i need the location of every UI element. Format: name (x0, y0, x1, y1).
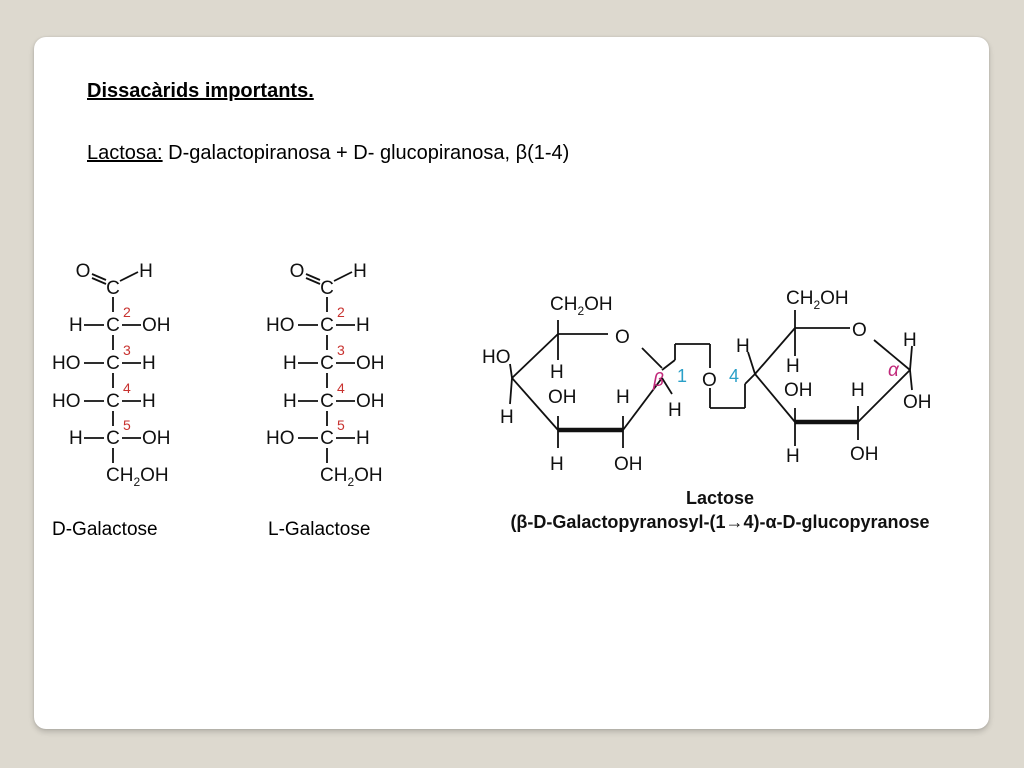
l-c3-left-h: H (283, 353, 297, 374)
l-c3: C (320, 353, 334, 374)
glc-c4-h: H (736, 336, 750, 357)
d-num-3: 3 (123, 342, 131, 358)
l-galactose-fischer: O H C C C C C HO H H OH H OH HO H CH2OH … (266, 261, 385, 489)
d-c5: C (106, 428, 120, 449)
lactose-haworth: CH2OH O HO H H OH H H OH H O CH2OH O H H… (482, 288, 932, 532)
lactosa-description: D-galactopiranosa + D- glucopiranosa, β(… (168, 142, 570, 164)
d-c5-right-oh: OH (142, 428, 171, 449)
l-galactose-caption: L-Galactose (268, 519, 371, 540)
glc-c2-h: H (851, 380, 865, 401)
d-ch2oh: CH2OH (106, 465, 169, 489)
l-num-2: 2 (337, 304, 345, 320)
d-c1: C (106, 278, 120, 299)
gal-c3-h: H (550, 454, 564, 475)
lactose-name: Lactose (686, 488, 754, 508)
glc-c5-h: H (786, 356, 800, 377)
d-c2: C (106, 315, 120, 336)
l-num-5: 5 (337, 417, 345, 433)
l-c4-left-h: H (283, 391, 297, 412)
d-c4-left-ho: HO (52, 391, 81, 412)
l-ch2oh: CH2OH (320, 465, 383, 489)
gal-ring-o: O (615, 327, 630, 348)
l-c3-right-oh: OH (356, 353, 385, 374)
glc-c3-oh: OH (784, 380, 813, 401)
d-c4-right-h: H (142, 391, 156, 412)
pos-4-label: 4 (729, 366, 739, 386)
l-num-3: 3 (337, 342, 345, 358)
gal-c1-h: H (668, 400, 682, 421)
d-aldehyde-h: H (139, 261, 153, 282)
lactosa-line: Lactosa: D-galactopiranosa + D- glucopir… (87, 142, 569, 165)
d-c2-left-h: H (69, 315, 83, 336)
glc-c1-oh: OH (903, 392, 932, 413)
pos-1-label: 1 (677, 366, 687, 386)
glc-c1-h: H (903, 330, 917, 351)
gal-c2-oh: OH (614, 454, 643, 475)
d-galactose-caption: D-Galactose (52, 519, 158, 540)
d-aldehyde-o: O (76, 261, 91, 282)
d-c5-left-h: H (69, 428, 83, 449)
l-num-4: 4 (337, 380, 345, 396)
alpha-label: α (888, 360, 900, 381)
glc-c2-oh: OH (850, 444, 879, 465)
l-aldehyde-o: O (290, 261, 305, 282)
lactosa-label: Lactosa: (87, 142, 163, 164)
l-c2-left-ho: HO (266, 315, 295, 336)
d-galactose-fischer: O H C C C C C H OH HO H HO H H OH CH2OH … (52, 261, 171, 489)
lactose-systematic-name: (β-D-Galactopyranosyl-(1→4)-α-D-glucopyr… (510, 512, 929, 532)
d-c2-right-oh: OH (142, 315, 171, 336)
l-c2: C (320, 315, 334, 336)
glc-ch2oh: CH2OH (786, 288, 849, 312)
l-c1: C (320, 278, 334, 299)
d-c3: C (106, 353, 120, 374)
l-c2-right-h: H (356, 315, 370, 336)
d-num-4: 4 (123, 380, 131, 396)
d-num-5: 5 (123, 417, 131, 433)
bridge-o: O (702, 370, 717, 391)
d-c4: C (106, 391, 120, 412)
d-c3-left-ho: HO (52, 353, 81, 374)
l-aldehyde-h: H (353, 261, 367, 282)
gal-c2-h: H (616, 387, 630, 408)
slide-heading: Dissacàrids importants. (87, 80, 314, 102)
l-c4: C (320, 391, 334, 412)
gal-c5-h: H (550, 362, 564, 383)
l-c5-left-ho: HO (266, 428, 295, 449)
l-c4-right-oh: OH (356, 391, 385, 412)
d-num-2: 2 (123, 304, 131, 320)
gal-c4-h: H (500, 407, 514, 428)
gal-c4-ho: HO (482, 347, 511, 368)
l-c5: C (320, 428, 334, 449)
glc-c3-h: H (786, 446, 800, 467)
gal-c3-oh: OH (548, 387, 577, 408)
glc-ring-o: O (852, 320, 867, 341)
beta-label: β (652, 370, 664, 391)
gal-ch2oh: CH2OH (550, 294, 613, 318)
l-c5-right-h: H (356, 428, 370, 449)
d-c3-right-h: H (142, 353, 156, 374)
